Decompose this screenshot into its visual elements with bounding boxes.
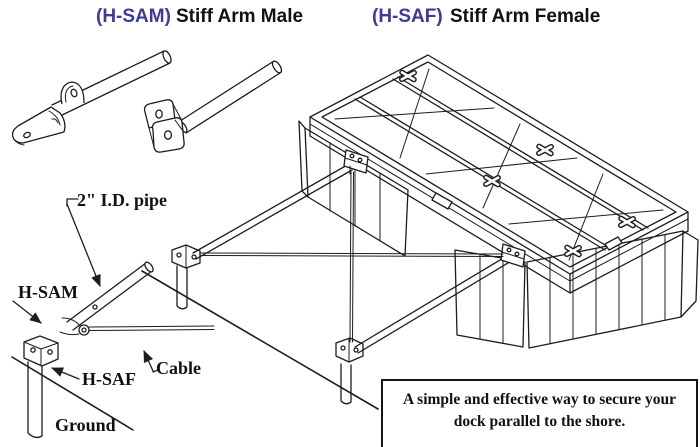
caption-line-2: dock parallel to the shore. bbox=[453, 413, 626, 431]
frame-top bbox=[309, 54, 689, 275]
leader-arrows bbox=[12, 198, 159, 380]
ground-label: Ground bbox=[55, 415, 116, 435]
junction-detail bbox=[23, 261, 215, 439]
crossed-cables bbox=[199, 171, 504, 343]
pipe-label: 2" I.D. pipe bbox=[77, 190, 168, 210]
cable-label: Cable bbox=[156, 358, 201, 378]
component-hsam bbox=[11, 50, 172, 146]
hsaf-label: H-SAF bbox=[82, 369, 136, 389]
hsam-leader bbox=[12, 300, 42, 324]
cable-leader bbox=[152, 369, 159, 373]
frame-sides bbox=[309, 116, 689, 294]
hsaf-title-heading: Stiff Arm Female bbox=[450, 6, 601, 27]
dock-drawing bbox=[298, 54, 699, 349]
hsam-code-heading: (H-SAM) bbox=[96, 6, 171, 27]
hsam-title-heading: Stiff Arm Male bbox=[176, 6, 304, 27]
ground-lines bbox=[11, 270, 379, 431]
caption-box: A simple and effective way to secure you… bbox=[381, 379, 698, 447]
stiff-arm-left bbox=[171, 149, 369, 310]
caption-line-1: A simple and effective way to secure you… bbox=[402, 391, 677, 408]
hsam-label: H-SAM bbox=[18, 282, 78, 302]
hsaf-code-heading: (H-SAF) bbox=[372, 6, 443, 27]
stiff-arm-right bbox=[335, 243, 526, 405]
hsaf-leader bbox=[51, 367, 80, 380]
cross-fittings bbox=[399, 69, 636, 258]
component-hsaf bbox=[143, 60, 283, 153]
